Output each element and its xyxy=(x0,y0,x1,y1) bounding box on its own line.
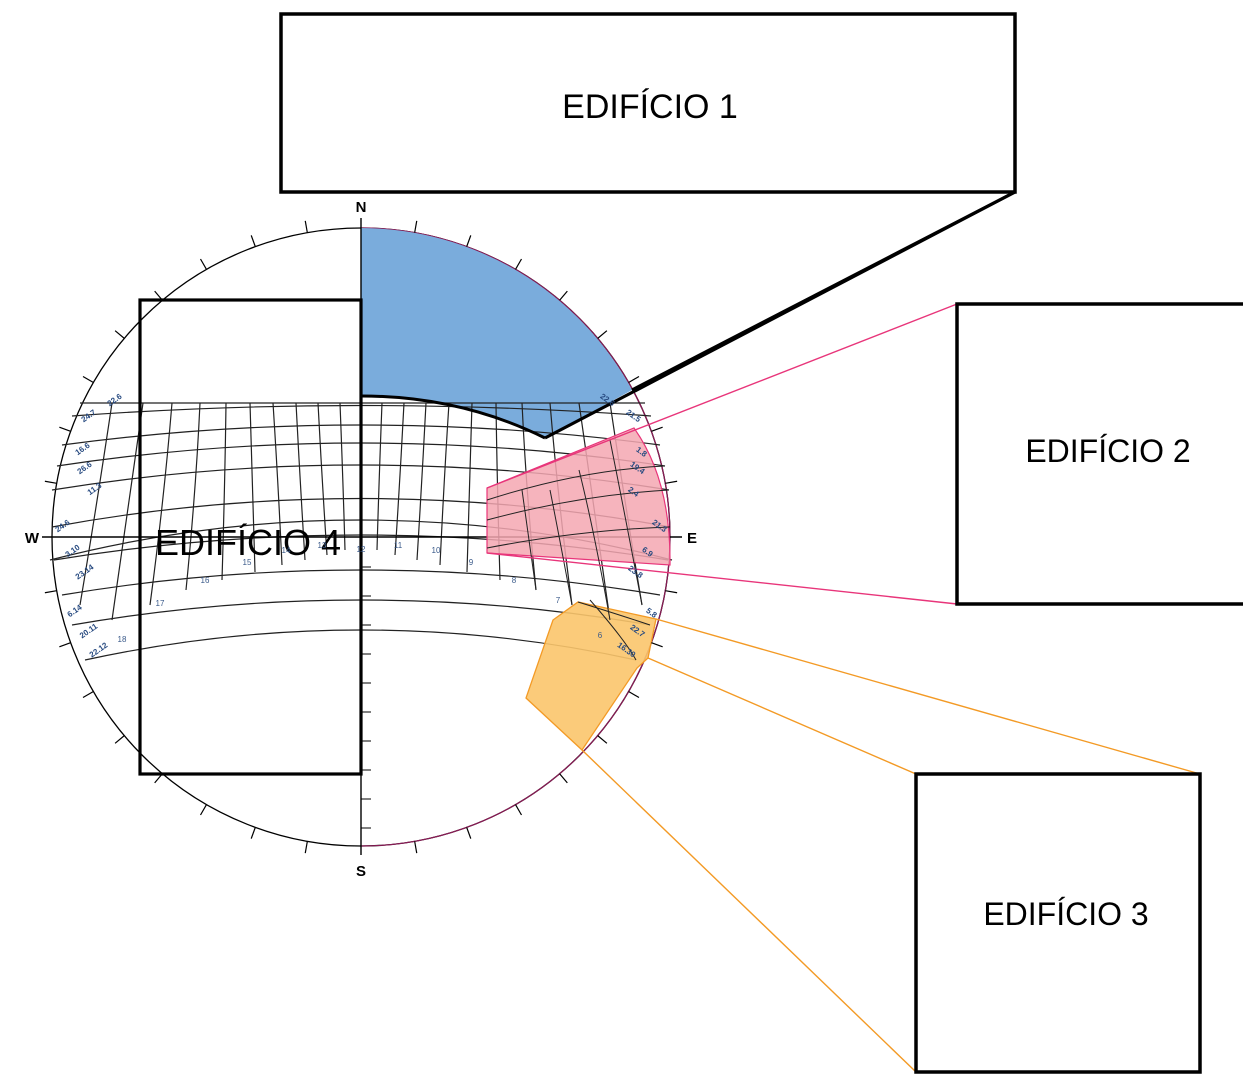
date-label: 24.7 xyxy=(80,407,98,424)
hour-label: 15 xyxy=(243,558,252,567)
rim-tick xyxy=(559,290,568,301)
hour-label: 7 xyxy=(556,596,561,605)
hour-label: 18 xyxy=(118,635,127,644)
edificio-3-label: EDIFÍCIO 3 xyxy=(983,896,1148,932)
rim-tick xyxy=(59,426,71,432)
edificio-3-callout-3 xyxy=(581,749,917,1073)
rim-ticks xyxy=(44,220,678,854)
date-label: 26.6 xyxy=(76,459,94,476)
rim-tick xyxy=(82,690,94,699)
south-axis-ticks xyxy=(361,566,371,829)
rim-tick xyxy=(414,220,418,233)
rim-tick xyxy=(44,480,57,484)
rim-tick xyxy=(114,735,125,744)
hour-labels-west: 13 14 15 16 17 18 xyxy=(118,541,327,644)
hour-labels-east: 11 10 9 8 7 6 xyxy=(394,541,603,640)
compass-west: W xyxy=(25,530,40,547)
edificio-1-callout-line-inner xyxy=(544,190,1016,440)
rim-tick xyxy=(665,590,678,594)
rim-tick xyxy=(597,330,608,339)
date-label: 21.5 xyxy=(624,408,642,425)
rim-tick xyxy=(59,642,71,648)
rim-tick xyxy=(114,330,125,339)
rim-tick xyxy=(82,375,94,384)
date-label: 22.6 xyxy=(106,391,124,408)
hour-label: 11 xyxy=(394,541,403,550)
rim-tick xyxy=(651,642,663,648)
date-label: 23.8 xyxy=(626,564,644,581)
edificio-1-label: EDIFÍCIO 1 xyxy=(562,88,738,126)
edificio-4-outline xyxy=(138,298,363,776)
edificio-2-obstruction xyxy=(486,427,671,566)
edificio-2-box xyxy=(955,302,1243,606)
date-label: 24.6 xyxy=(54,517,72,534)
hour-label: 14 xyxy=(282,546,291,555)
rim-tick xyxy=(250,235,256,247)
rim-tick xyxy=(199,258,208,270)
rim-tick xyxy=(514,258,523,270)
rim-tick xyxy=(199,804,208,816)
rim-tick xyxy=(414,841,418,854)
rim-tick xyxy=(628,375,640,384)
hour-label: 17 xyxy=(156,599,165,608)
hour-label: 6 xyxy=(598,631,603,640)
edificio-3-obstruction xyxy=(525,601,657,751)
rim-tick xyxy=(559,773,568,784)
edificio-3-box xyxy=(914,772,1202,1074)
edificio-2-label: EDIFÍCIO 2 xyxy=(1025,433,1190,469)
compass-east: E xyxy=(687,530,697,547)
hour-label: 10 xyxy=(432,546,441,555)
hour-label-noon: 12 xyxy=(357,545,366,554)
rim-tick xyxy=(597,735,608,744)
edificio-1-box xyxy=(279,12,1017,194)
rim-tick xyxy=(665,480,678,484)
rim-tick xyxy=(651,426,663,432)
date-labels-west: 22.624.716.626.611.324.63.1023.146.1420.… xyxy=(54,391,124,659)
rim-tick xyxy=(514,804,523,816)
hour-label: 13 xyxy=(318,541,327,550)
date-label: 20.11 xyxy=(78,621,100,640)
compass-south: S xyxy=(356,863,366,880)
compass-north: N xyxy=(356,199,367,216)
edificio-1-obstruction xyxy=(361,228,632,438)
rim-tick xyxy=(154,773,163,784)
date-label: 6.14 xyxy=(66,602,84,619)
rim-tick xyxy=(628,690,640,699)
hour-label: 8 xyxy=(512,576,517,585)
rim-tick xyxy=(44,590,57,594)
edificio-2-callout-bottom xyxy=(486,552,958,605)
hour-label: 9 xyxy=(469,558,474,567)
rim-tick xyxy=(304,220,308,233)
rim-tick xyxy=(304,841,308,854)
rim-tick xyxy=(154,290,163,301)
rim-tick xyxy=(250,827,256,839)
edificio-1-profile xyxy=(360,394,546,440)
sun-path-grid-overlay xyxy=(486,439,671,661)
rim-tick xyxy=(466,235,472,247)
hour-label: 16 xyxy=(201,576,210,585)
edificio-4-label: EDIFÍCIO 4 xyxy=(155,522,341,563)
edificio-3-callout-1 xyxy=(655,618,1201,775)
edificio-3-callout-2 xyxy=(647,657,917,775)
edificio-2-callout-top xyxy=(486,303,958,489)
rim-tick xyxy=(466,827,472,839)
